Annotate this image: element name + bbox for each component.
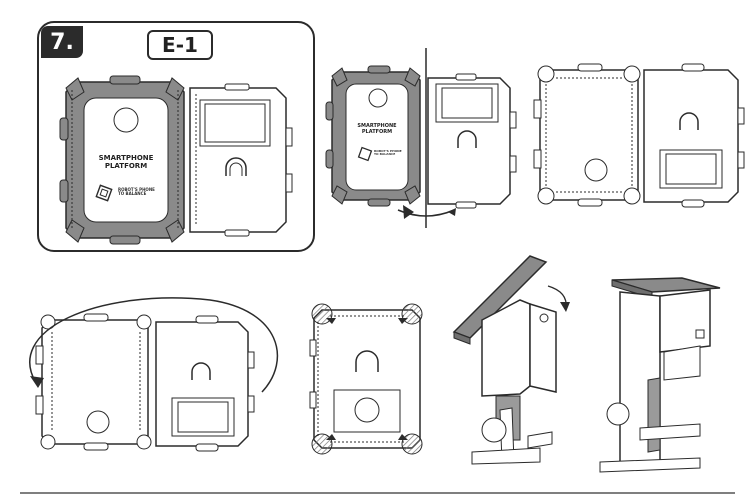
companion-piece <box>189 83 293 237</box>
platform-title-fold-line2: PLATFORM <box>361 128 393 135</box>
wrap-fold-diagram <box>29 297 279 452</box>
platform-title-line2: PLATFORM <box>104 162 148 171</box>
fold-step-diagram <box>325 48 517 228</box>
platform-note-fold-line1: ROBOT'S PHONE <box>374 149 402 153</box>
platform-note-line2: TO BALANCE <box>118 191 147 197</box>
platform-note-fold: ROBOT'S PHONE TO BALANCE <box>374 149 402 157</box>
platform-note-fold-line2: TO BALANCE <box>374 152 396 157</box>
platform-piece-e1 <box>59 75 185 245</box>
platform-title-line1: SMARTPHONE <box>98 154 154 162</box>
platform-title-fold: SMARTPHONE PLATFORM <box>348 123 406 136</box>
robot-platform-tilt-diagram <box>452 255 570 465</box>
platform-note: ROBOT'S PHONE TO BALANCE <box>118 187 155 197</box>
part-label-e1: E-1 <box>147 30 213 60</box>
platform-note-line1: ROBOT'S PHONE <box>118 187 155 192</box>
flipped-view-diagram <box>533 63 745 208</box>
platform-title-fold-line1: SMARTPHONE <box>357 123 397 129</box>
step-number-badge: 7. <box>41 26 83 58</box>
folded-piece-diagram <box>309 303 423 455</box>
robot-final-diagram <box>599 277 721 473</box>
platform-title: SMARTPHONE PLATFORM <box>88 154 164 170</box>
